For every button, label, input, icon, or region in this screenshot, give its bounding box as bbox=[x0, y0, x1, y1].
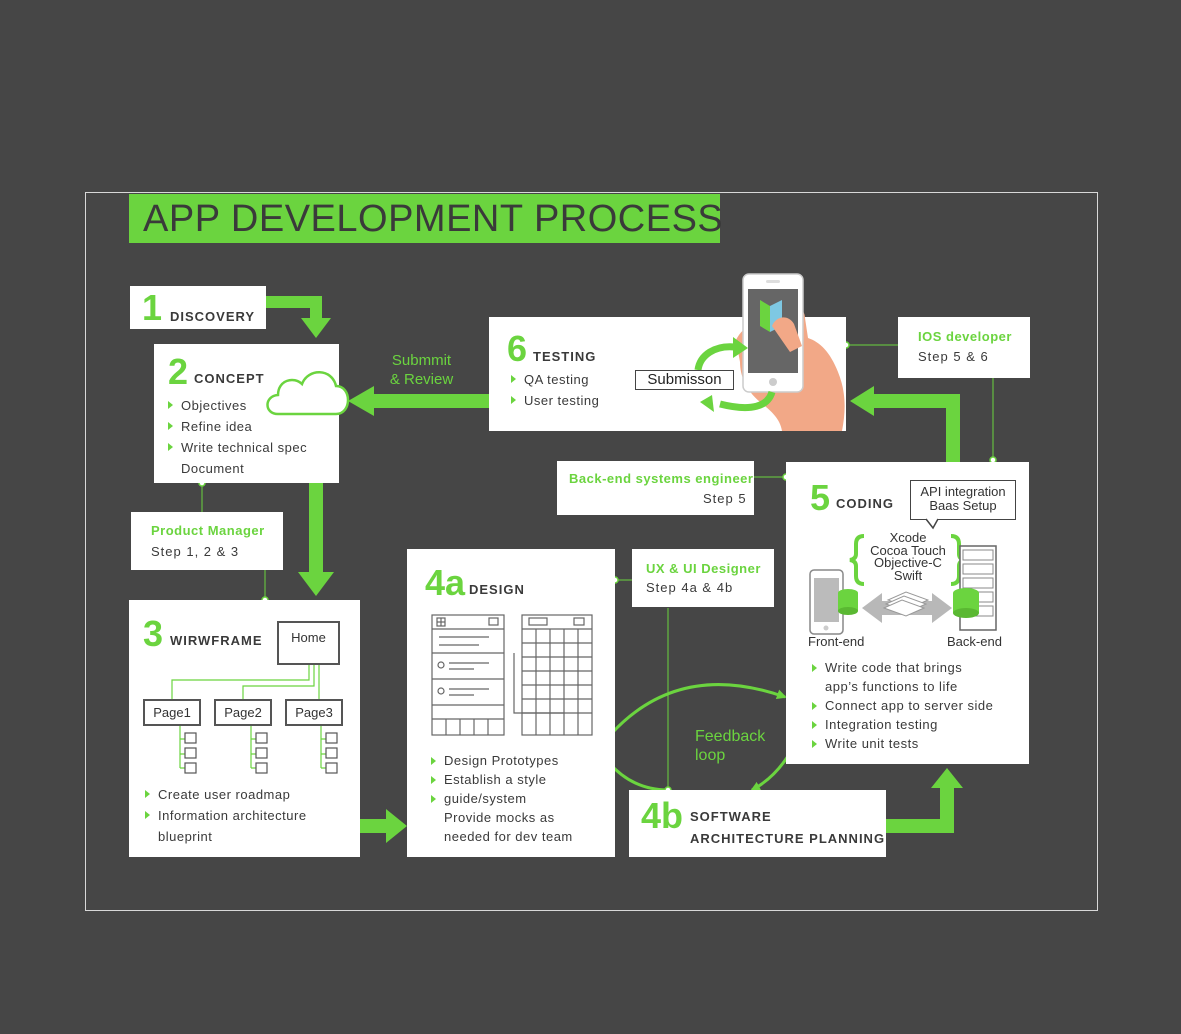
role-title: Back-end systems engineer bbox=[569, 471, 754, 486]
label-line: Feedback bbox=[695, 728, 766, 745]
tool-item: Cocoa Touch bbox=[870, 542, 946, 558]
label-line: loop bbox=[695, 747, 726, 764]
coding-illustration bbox=[809, 518, 997, 635]
api-integration-callout: API integration Baas Setup bbox=[910, 480, 1016, 520]
testing-list: QA testing User testing bbox=[509, 369, 599, 411]
phone-frontend-icon bbox=[809, 569, 844, 635]
diagram-frame bbox=[85, 192, 1098, 911]
list-item: Design Prototypes bbox=[429, 751, 573, 770]
wireframe-home-node: Home bbox=[277, 621, 340, 665]
cloud-icon bbox=[266, 371, 350, 416]
role-step: Step 1, 2 & 3 bbox=[151, 544, 240, 559]
tool-item: Swift bbox=[893, 567, 923, 583]
list-item: Write code that brings bbox=[810, 658, 993, 677]
callout-line: API integration bbox=[920, 484, 1006, 499]
list-item: Write technical spec bbox=[166, 437, 307, 458]
tool-item: Objective-C bbox=[874, 555, 942, 570]
wireframe-page-node: Page1 bbox=[143, 699, 201, 726]
list-item: Document bbox=[181, 461, 245, 476]
list-item: User testing bbox=[509, 390, 599, 411]
design-list: Design Prototypes Establish a style guid… bbox=[429, 751, 573, 846]
arrow-concept-to-wireframe bbox=[298, 483, 334, 596]
arrow-coding-to-testing bbox=[850, 386, 960, 462]
wireframe-page-node: Page2 bbox=[214, 699, 272, 726]
submission-label: Submisson bbox=[635, 370, 734, 390]
step-number: 4b bbox=[641, 795, 684, 836]
wireframe-list: Create user roadmap Information architec… bbox=[143, 784, 307, 847]
role-product-manager: Product Manager Step 1, 2 & 3 bbox=[131, 512, 283, 570]
step-number: 6 bbox=[507, 328, 528, 369]
list-item: blueprint bbox=[158, 829, 213, 844]
sync-double-arrow-icon bbox=[862, 591, 952, 623]
coding-tools-list: Xcode Cocoa Touch Objective-C Swift bbox=[860, 530, 956, 583]
list-item: Connect app to server side bbox=[810, 696, 993, 715]
role-step: Step 5 & 6 bbox=[918, 349, 989, 364]
arrow-testing-to-concept bbox=[348, 386, 489, 416]
arrow-software-to-coding bbox=[886, 768, 963, 833]
list-item: Create user roadmap bbox=[143, 784, 307, 805]
backend-label: Back-end bbox=[947, 634, 1002, 649]
step-number: 4a bbox=[425, 562, 466, 603]
step-label: ARCHITECTURE PLANNING bbox=[690, 831, 886, 846]
coding-list: Write code that brings app’s functions t… bbox=[810, 658, 993, 753]
step-concept-box: 2 CONCEPT Objectives Refine idea Write t… bbox=[154, 344, 350, 483]
step-number: 5 bbox=[810, 477, 831, 518]
list-item: Refine idea bbox=[166, 416, 307, 437]
title-banner: APP DEVELOPMENT PROCESS bbox=[129, 194, 724, 243]
arrow-discovery-to-concept bbox=[266, 296, 331, 338]
step-label: CODING bbox=[836, 496, 894, 511]
role-step: Step 5 bbox=[703, 491, 747, 506]
concept-list: Objectives Refine idea Write technical s… bbox=[166, 395, 307, 479]
list-item: Objectives bbox=[166, 395, 307, 416]
list-item: Information architecture bbox=[143, 805, 307, 826]
arrow-wireframe-to-design bbox=[360, 809, 407, 843]
role-connector-lines bbox=[201, 344, 994, 790]
list-item: Establish a style bbox=[429, 770, 573, 789]
role-backend-engineer: Back-end systems engineer Step 5 bbox=[557, 461, 754, 515]
frontend-label: Front-end bbox=[808, 634, 865, 649]
diagram-title: APP DEVELOPMENT PROCESS bbox=[143, 198, 724, 240]
tool-item: Xcode bbox=[889, 530, 927, 545]
role-step: Step 4a & 4b bbox=[646, 580, 734, 595]
step-label: DESIGN bbox=[469, 582, 525, 597]
submit-review-label: Submmit & Review bbox=[384, 351, 459, 389]
design-mockups-icon bbox=[431, 614, 593, 736]
database-icon bbox=[838, 588, 979, 618]
callout-line: Baas Setup bbox=[929, 498, 997, 513]
list-item: QA testing bbox=[509, 369, 599, 390]
step-design-box: 4a DESIGN Design Prototypes Establish bbox=[407, 549, 615, 857]
step-number: 2 bbox=[168, 351, 189, 392]
step-number: 3 bbox=[143, 613, 164, 654]
step-number: 1 bbox=[142, 287, 163, 328]
step-wireframe-box: 3 WIRWFRAME Home Page1 Page2 Page3 Creat… bbox=[129, 600, 360, 857]
role-ios-developer: IOS developer Step 5 & 6 bbox=[898, 317, 1030, 378]
step-label: CONCEPT bbox=[194, 371, 265, 386]
step-label: TESTING bbox=[533, 349, 597, 364]
step-software-box: 4b SOFTWARE ARCHITECTURE PLANNING bbox=[629, 790, 886, 857]
sitemap-tree-lines bbox=[171, 665, 338, 774]
role-ux-ui-designer: UX & UI Designer Step 4a & 4b bbox=[632, 549, 774, 607]
list-item: app’s functions to life bbox=[825, 679, 958, 694]
step-label: WIRWFRAME bbox=[170, 633, 263, 648]
step-label: DISCOVERY bbox=[170, 309, 256, 324]
role-title: IOS developer bbox=[918, 329, 1012, 344]
feedback-loop-label: Feedback loop bbox=[695, 727, 780, 765]
step-discovery-box: 1 DISCOVERY bbox=[130, 286, 266, 329]
step-label: SOFTWARE bbox=[690, 809, 772, 824]
role-title: Product Manager bbox=[151, 523, 265, 538]
list-item: guide/system bbox=[429, 789, 573, 808]
list-item: needed for dev team bbox=[444, 829, 573, 844]
label-line: & Review bbox=[389, 371, 454, 388]
role-title: UX & UI Designer bbox=[646, 561, 761, 576]
label-line: Submmit bbox=[391, 352, 452, 369]
list-item: Write unit tests bbox=[810, 734, 993, 753]
wireframe-page-node: Page3 bbox=[285, 699, 343, 726]
list-item: Integration testing bbox=[810, 715, 993, 734]
step-coding-box: 5 CODING API integration Baas Setup bbox=[786, 462, 1029, 764]
list-item: Provide mocks as bbox=[444, 810, 555, 825]
